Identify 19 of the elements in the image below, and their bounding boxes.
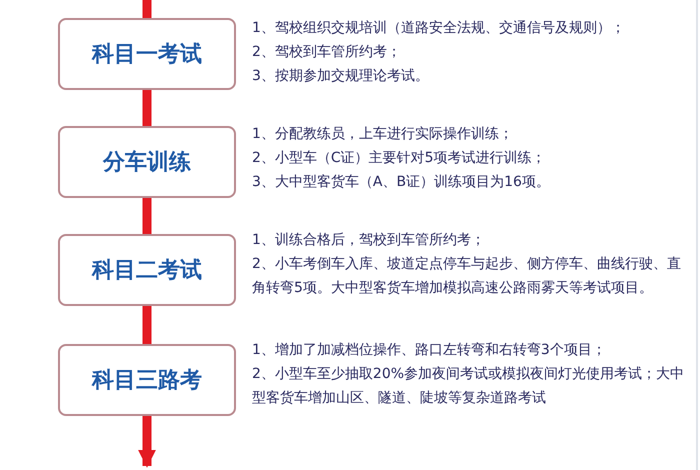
step-note: 2、小型车至少抽取20%参加夜间考试或模拟夜间灯光使用考试；大中型客货车增加山区、隧道、陡坡等复杂道路考试 [252,365,686,408]
step-note: 3、大中型客货车（A、B证）训练项目为16项。 [252,173,551,192]
process-box [58,234,236,306]
process-box [58,344,236,416]
step-note: 1、训练合格后，驾校到车管所约考； [252,231,486,250]
step-note: 2、小车考倒车入库、坡道定点停车与起步、侧方停车、曲线行驶、直角转弯5项。大中型客货车增加模拟高速公路雨雾天等考试项目。 [252,255,682,298]
step-note: 1、驾校组织交规培训（道路安全法规、交通信号及规则）； [252,19,626,38]
process-box [58,126,236,198]
step-label: 科目一考试 [92,41,202,69]
step-note: 1、分配教练员，上车进行实际操作训练； [252,125,514,144]
step-label: 科目三路考 [92,367,202,395]
step-label: 分车训练 [103,149,191,177]
process-box [58,18,236,90]
step-note: 2、小型车（C证）主要针对5项考试进行训练； [252,149,547,168]
step-note: 1、增加了加减档位操作、路口左转弯和右转弯3个项目； [252,341,607,360]
step-label: 科目二考试 [92,257,202,285]
step-note: 2、驾校到车管所约考； [252,43,402,62]
arrow [138,416,156,468]
step-note: 3、按期参加交规理论考试。 [252,67,430,86]
